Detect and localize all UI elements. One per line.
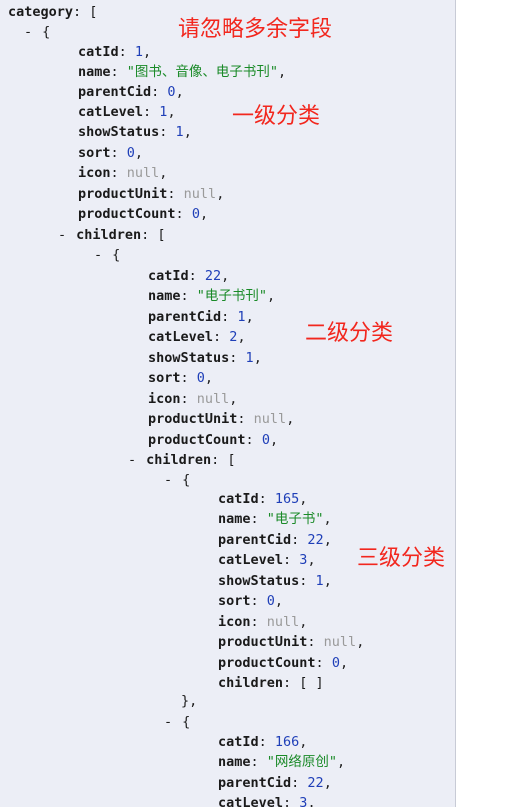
level2-productUnit-line: productUnit: null, — [148, 411, 295, 427]
level3-item1-children-line: children: [ ] — [218, 675, 324, 691]
level1-children-line: -children: [ — [58, 227, 166, 243]
level2-name-value: "电子书刊" — [196, 288, 268, 304]
level3-item1-catLevel-line: catLevel: 3, — [218, 552, 316, 568]
level1-parentCid-value: 0 — [167, 84, 176, 100]
level2-catLevel-line: catLevel: 2, — [148, 329, 246, 345]
level1-icon-value: null — [126, 165, 160, 181]
level2-children-line: -children: [ — [128, 452, 236, 468]
level2-productUnit-value: null — [253, 411, 287, 427]
level2-catLevel-value: 2 — [229, 329, 238, 345]
level3-item1-showStatus-line: showStatus: 1, — [218, 573, 332, 589]
level2-parentCid-line: parentCid: 1, — [148, 309, 254, 325]
level1-children-collapse-toggle[interactable]: - — [58, 227, 67, 243]
level1-productUnit-value: null — [183, 186, 217, 202]
level2-catId-value: 22 — [204, 268, 222, 284]
level1-name-line: name: "图书、音像、电子书刊", — [78, 64, 287, 80]
level1-catLevel-value: 1 — [159, 104, 168, 120]
level3-item1-catId-value: 165 — [274, 491, 300, 507]
level3-item1-close-line: }, — [181, 693, 198, 709]
ignore-extra-fields-annotation: 请忽略多余字段 — [178, 17, 333, 42]
level2-annotation: 二级分类 — [305, 321, 394, 346]
level3-item1-productCount-line: productCount: 0, — [218, 655, 349, 671]
level3-item1-icon-line: icon: null, — [218, 614, 308, 630]
level1-showStatus-line: showStatus: 1, — [78, 124, 192, 140]
level3-item2-catLevel-line: catLevel: 3. — [218, 793, 316, 807]
level3-item1-open-line: -{ — [164, 472, 191, 488]
level3-item1-name-value: "电子书" — [266, 511, 324, 527]
json-viewer: category: [ -{ catId: 1, name: "图书、音像、电子… — [0, 0, 456, 807]
level1-collapse-toggle[interactable]: - — [24, 24, 33, 40]
level1-parentCid-line: parentCid: 0, — [78, 84, 184, 100]
level1-sort-value: 0 — [126, 145, 135, 161]
level2-collapse-toggle[interactable]: - — [94, 247, 103, 263]
level3-item1-productUnit-line: productUnit: null, — [218, 634, 365, 650]
level2-children-collapse-toggle[interactable]: - — [128, 452, 137, 468]
json-root-line: category: [ — [8, 4, 98, 20]
level3-item2-catLevel-value: 3 — [299, 795, 308, 807]
level2-icon-line: icon: null, — [148, 391, 238, 407]
level1-productUnit-line: productUnit: null, — [78, 186, 225, 202]
level3-annotation: 三级分类 — [357, 546, 446, 571]
level2-name-line: name: "电子书刊", — [148, 288, 276, 304]
level3-item1-catLevel-value: 3 — [299, 552, 308, 568]
level3-item1-sort-line: sort: 0, — [218, 593, 284, 609]
level3-item1-productUnit-value: null — [323, 634, 357, 650]
level1-showStatus-value: 1 — [175, 124, 184, 140]
level1-catId-value: 1 — [134, 44, 144, 60]
level3-item2-catId-line: catId: 166, — [218, 734, 308, 750]
level2-productCount-value: 0 — [261, 432, 270, 448]
level2-sort-value: 0 — [196, 370, 205, 386]
level3-item2-parentCid-line: parentCid: 22, — [218, 775, 332, 791]
level2-open-line: -{ — [94, 247, 121, 263]
level2-icon-value: null — [196, 391, 230, 407]
level3-item2-open-line: -{ — [164, 714, 191, 730]
level3-item2-parentCid-value: 22 — [307, 775, 324, 791]
level1-productCount-value: 0 — [191, 206, 200, 222]
level3-item1-parentCid-line: parentCid: 22, — [218, 532, 332, 548]
root-key: category — [8, 4, 74, 20]
level1-name-value: "图书、音像、电子书刊" — [126, 64, 279, 80]
level3-item1-showStatus-value: 1 — [315, 573, 324, 589]
level3-item2-collapse-toggle[interactable]: - — [164, 714, 173, 730]
level3-item1-name-line: name: "电子书", — [218, 511, 332, 527]
level2-parentCid-value: 1 — [237, 309, 246, 325]
level2-productCount-line: productCount: 0, — [148, 432, 279, 448]
level3-item1-parentCid-value: 22 — [307, 532, 324, 548]
level1-open-line: -{ — [24, 24, 51, 40]
level3-item2-name-value: "网络原创" — [266, 754, 338, 770]
level3-item1-productCount-value: 0 — [331, 655, 340, 671]
level3-item2-name-line: name: "网络原创", — [218, 754, 346, 770]
level2-showStatus-line: showStatus: 1, — [148, 350, 262, 366]
level2-sort-line: sort: 0, — [148, 370, 214, 386]
level1-sort-line: sort: 0, — [78, 145, 144, 161]
level3-item1-catId-line: catId: 165, — [218, 491, 308, 507]
level3-item2-catId-value: 166 — [274, 734, 300, 750]
level1-annotation: 一级分类 — [232, 104, 321, 129]
level3-item1-sort-value: 0 — [266, 593, 275, 609]
level3-item1-icon-value: null — [266, 614, 300, 630]
level1-icon-line: icon: null, — [78, 165, 168, 181]
level2-catId-line: catId: 22, — [148, 268, 230, 284]
level3-item1-collapse-toggle[interactable]: - — [164, 472, 173, 488]
level2-showStatus-value: 1 — [245, 350, 254, 366]
level1-catId-line: catId: 1, — [78, 44, 152, 60]
level1-catLevel-line: catLevel: 1, — [78, 104, 176, 120]
level1-productCount-line: productCount: 0, — [78, 206, 209, 222]
level3-item1-children-value: [ ] — [299, 675, 324, 691]
